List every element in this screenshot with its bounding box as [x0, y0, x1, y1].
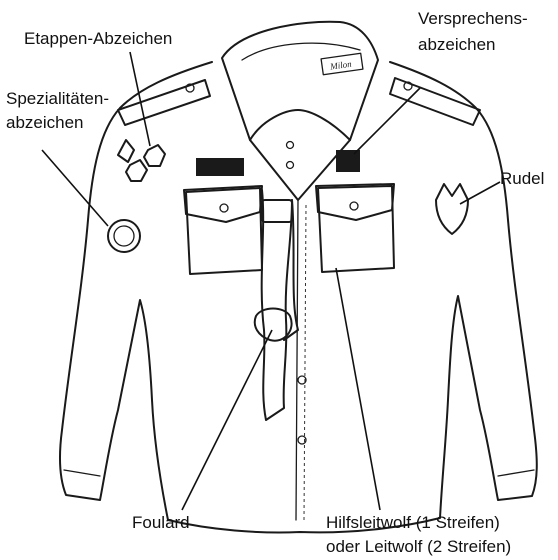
- leader-spezialitaeten: [42, 150, 108, 226]
- left-pocket: [186, 188, 262, 274]
- woggle: [262, 200, 292, 222]
- collar: [222, 22, 378, 140]
- stage-badge-icon: [126, 160, 147, 181]
- label-foulard: Foulard: [132, 512, 190, 534]
- wolf-head-icon: [436, 184, 468, 234]
- label-hilfsleitwolf-2: oder Leitwolf (2 Streifen): [326, 536, 511, 558]
- collar-band: [242, 43, 360, 60]
- label-spezialitaeten-1: Spezialitäten-: [6, 88, 109, 110]
- stage-badge-icon: [144, 145, 165, 166]
- label-rudel: Rudel: [500, 168, 544, 190]
- promise-badge-icon: [336, 150, 360, 172]
- foulard: [262, 190, 292, 420]
- placket: [296, 200, 298, 520]
- label-hilfsleitwolf-1: Hilfsleitwolf (1 Streifen): [326, 512, 500, 534]
- collar-tag-text: Milon: [329, 59, 353, 72]
- leader-hilfsleitwolf: [336, 268, 380, 510]
- label-etappen: Etappen-Abzeichen: [24, 28, 172, 50]
- name-tape: [196, 158, 244, 176]
- left-epaulet: [118, 80, 210, 125]
- stage-badge-icon: [118, 140, 134, 162]
- collar-v: [250, 140, 350, 200]
- shirt-outline: [60, 62, 537, 533]
- right-pocket: [318, 186, 394, 272]
- specialty-badge-icon: [108, 220, 140, 252]
- leader-rudel: [460, 182, 500, 204]
- label-spezialitaeten-2: abzeichen: [6, 112, 84, 134]
- label-versprechens-1: Versprechens-: [418, 8, 528, 30]
- label-versprechens-2: abzeichen: [418, 34, 496, 56]
- shirt-button: [287, 142, 294, 149]
- shirt-button: [287, 162, 294, 169]
- leader-foulard: [182, 330, 272, 510]
